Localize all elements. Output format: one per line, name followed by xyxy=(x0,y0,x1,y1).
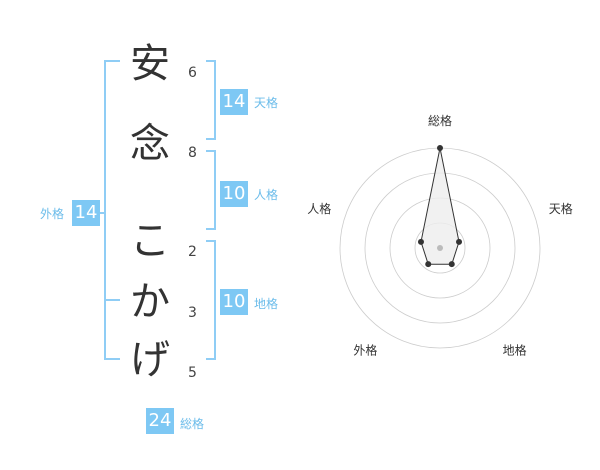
radar-point-2 xyxy=(448,261,455,268)
radar-point-0 xyxy=(437,145,443,151)
radar-shape xyxy=(417,145,463,268)
chikaku-label: 地格 xyxy=(254,297,279,311)
jinkaku-bracket-vertical xyxy=(214,150,216,230)
gaikaku-bracket-top xyxy=(104,60,120,62)
tenkaku-value: 14 xyxy=(220,89,248,115)
stroke-count-3: 2 xyxy=(188,244,197,260)
gaikaku-value: 14 xyxy=(72,200,100,226)
stroke-count-2: 8 xyxy=(188,145,197,161)
tenkaku-bracket-vertical xyxy=(214,60,216,140)
gaikaku-bracket-vertical xyxy=(104,60,106,360)
stroke-count-4: 3 xyxy=(188,305,197,321)
radar-axis-label-1: 天格 xyxy=(549,201,573,216)
gaikaku-bracket-bottom xyxy=(104,358,120,360)
name-char-1: 安 xyxy=(130,41,170,87)
chikaku-value: 10 xyxy=(220,289,248,315)
radar-polygon xyxy=(420,147,460,265)
name-char-3: こ xyxy=(130,218,170,264)
radar-point-4 xyxy=(417,238,424,245)
gaikaku-label: 外格 xyxy=(40,207,65,221)
name-char-5: げ xyxy=(130,337,170,383)
tenkaku-bracket-top xyxy=(206,60,216,62)
radar-axis-label-0: 総格 xyxy=(428,113,452,128)
name-char-2: 念 xyxy=(130,121,170,167)
chikaku-bracket-vertical xyxy=(214,240,216,360)
radar-point-1 xyxy=(456,238,463,245)
radar-axis-label-4: 人格 xyxy=(307,201,331,216)
radar-point-3 xyxy=(425,261,432,268)
tenkaku-label: 天格 xyxy=(254,96,279,110)
jinkaku-bracket-top xyxy=(206,150,216,152)
chikaku-bracket-bottom xyxy=(206,358,216,360)
soukaku-value: 24 xyxy=(146,408,174,434)
radar-axis-label-3: 外格 xyxy=(353,343,377,358)
gaikaku-bracket-middle xyxy=(104,299,120,301)
radar-axis-label-2: 地格 xyxy=(503,343,527,358)
jinkaku-value: 10 xyxy=(220,181,248,207)
tenkaku-bracket-bottom xyxy=(206,138,216,140)
name-char-4: か xyxy=(130,279,170,325)
soukaku-label: 総格 xyxy=(180,417,205,431)
jinkaku-bracket-bottom xyxy=(206,228,216,230)
radar-center-point xyxy=(437,245,443,251)
gaikaku-bracket-stem xyxy=(96,212,104,214)
stroke-count-5: 5 xyxy=(188,365,197,381)
chikaku-bracket-top xyxy=(206,240,216,242)
jinkaku-label: 人格 xyxy=(254,188,279,202)
stroke-count-1: 6 xyxy=(188,65,197,81)
